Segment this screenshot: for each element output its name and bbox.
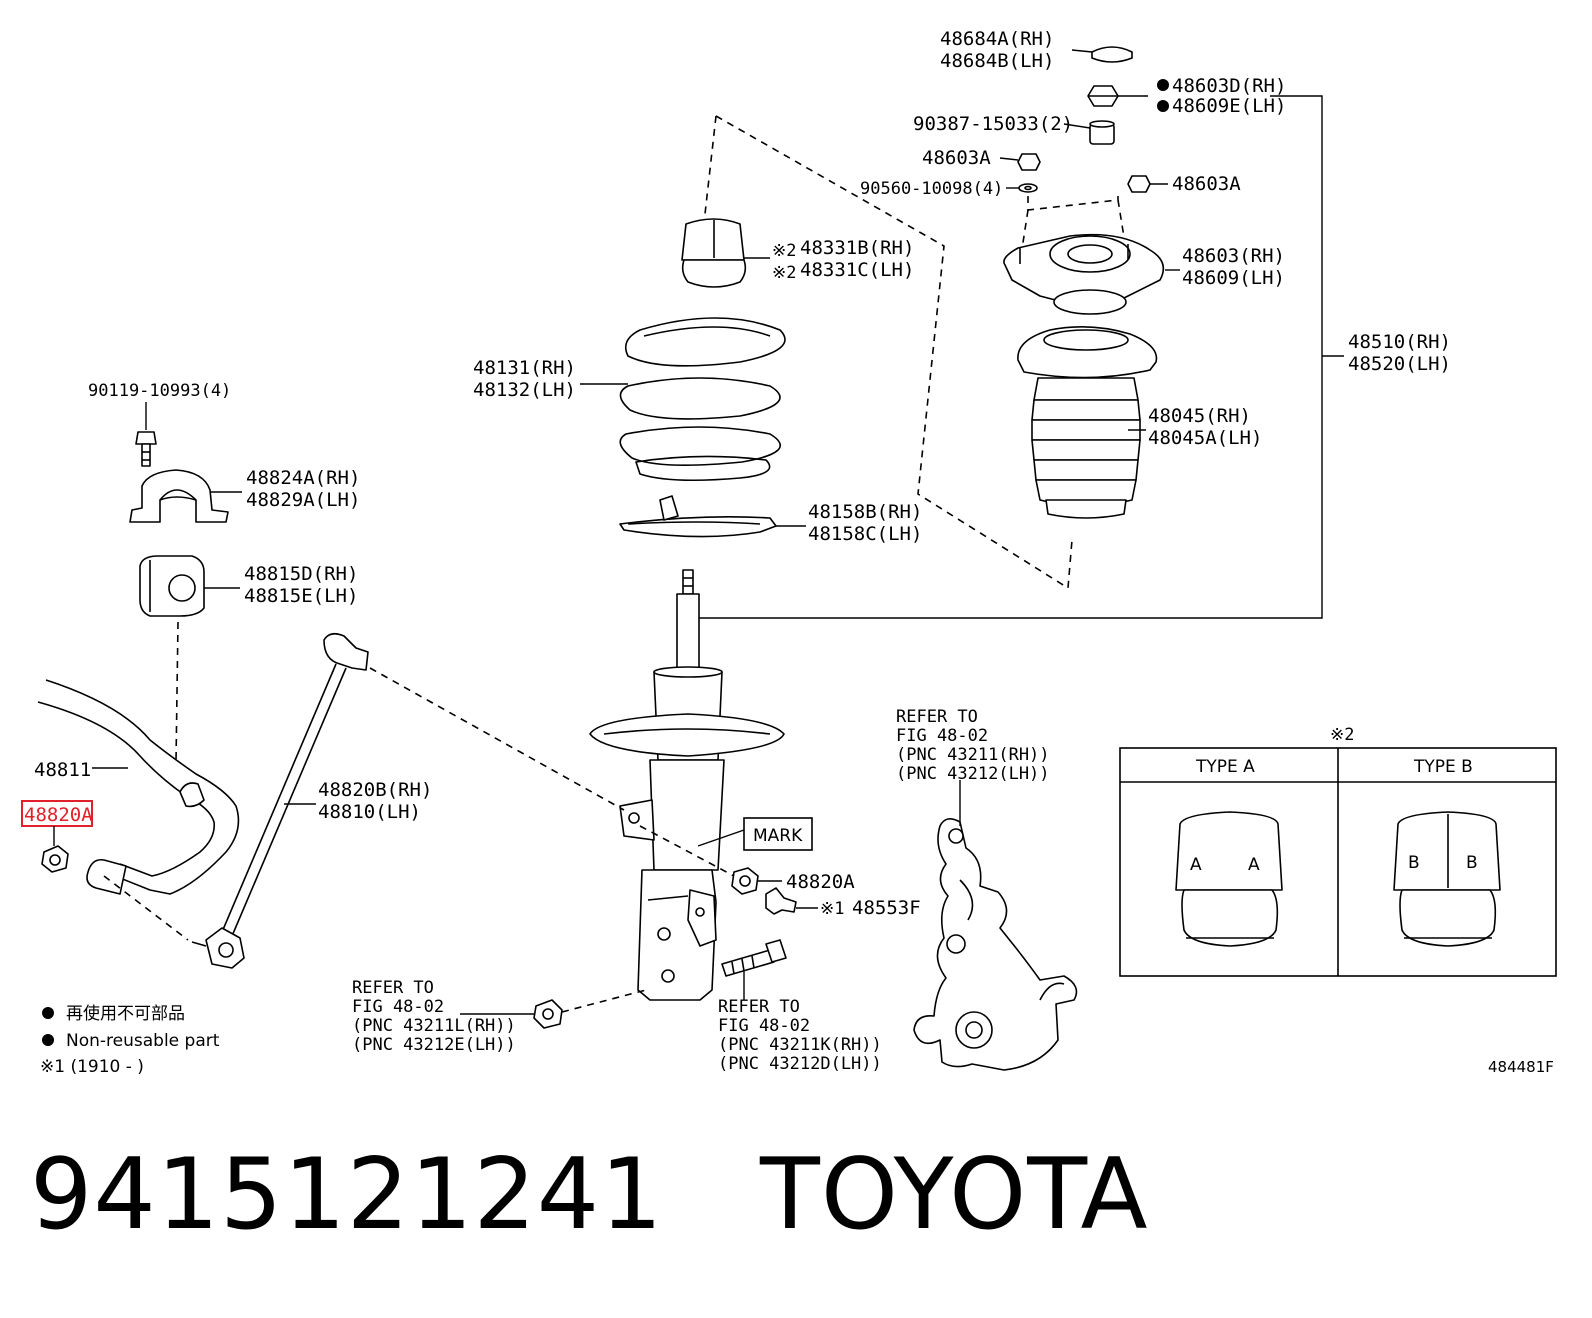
non-reusable-dot [1157, 79, 1169, 91]
label-assembly-lh: 48520(LH) [1348, 353, 1451, 375]
label-nut-a-left: 48603A [922, 147, 991, 169]
dust-boot-part [1017, 326, 1158, 519]
refer-knuckle-line: (PNC 43212(LH)) [896, 764, 1050, 784]
stabilizer-bar-part [37, 679, 240, 895]
cam-bolt-part [765, 887, 797, 915]
stabilizer-link-part [191, 632, 369, 969]
spring-insulator-part [619, 495, 777, 538]
label-stabilizer-bar: 48811 [34, 759, 91, 781]
nut-a-left-part [1017, 153, 1041, 171]
cap-part [1091, 46, 1133, 63]
label-boot-lh: 48045A(LH) [1148, 427, 1262, 449]
stabilizer-bushing-part [139, 555, 205, 617]
legend-jp: 再使用不可部品 [66, 1003, 185, 1024]
refer-knuckle-line: REFER TO [896, 707, 978, 727]
footer-part-number: 9415121241 [30, 1138, 664, 1252]
type-a-mark: A [1190, 855, 1202, 875]
type-b-header: TYPE B [1413, 757, 1473, 777]
bump-stopper-part [681, 218, 747, 288]
non-reusable-dot [1157, 100, 1169, 112]
knuckle-bolt-part [721, 939, 787, 977]
label-cam-bolt: 48553F [852, 897, 921, 919]
coil-spring-part [619, 317, 786, 482]
type-table: ※2 TYPE A TYPE B A A B B [1119, 725, 1557, 977]
refer-knuckle-line: FIG 48-02 [896, 726, 988, 746]
label-bumper-rh: 48331B(RH) [800, 237, 914, 259]
label-link-lh: 48810(LH) [318, 801, 421, 823]
refer-lower-mid-line: REFER TO [718, 997, 800, 1017]
refer-knuckle-line: (PNC 43211(RH)) [896, 745, 1050, 765]
footer-title: 9415121241 TOYOTA [30, 1138, 1149, 1252]
label-bumper-lh: 48331C(LH) [800, 259, 914, 281]
note-mark-2: ※2 [772, 263, 796, 283]
refer-lower-left-line: (PNC 43212E(LH)) [352, 1035, 516, 1055]
label-insulator-lh: 48158C(LH) [808, 523, 922, 545]
label-bolt: 90119-10993(4) [88, 381, 231, 401]
refer-lower-left-line: (PNC 43211L(RH)) [352, 1016, 516, 1036]
type-table-note: ※2 [1330, 725, 1354, 745]
type-a-bumper: A A [1175, 811, 1283, 947]
shock-absorber-part [589, 569, 785, 1001]
refer-lower-left-line: FIG 48-02 [352, 997, 444, 1017]
label-bushing-lh: 48815E(LH) [244, 585, 358, 607]
type-b-mark: B [1466, 853, 1478, 873]
refer-lower-left-line: REFER TO [352, 978, 434, 998]
label-spring-lh: 48132(LH) [473, 379, 576, 401]
highlighted-nut-part [41, 845, 69, 873]
label-washer: 90560-10098(4) [860, 179, 1003, 199]
strut-mount-part [1003, 233, 1165, 315]
highlight-box [21, 800, 93, 827]
label-top-nut-lh: 48609E(LH) [1172, 95, 1286, 117]
type-a-mark: A [1248, 855, 1260, 875]
refer-lower-mid-line: FIG 48-02 [718, 1016, 810, 1036]
legend-note: ※1 (1910 - ) [40, 1057, 144, 1077]
washer-part [1018, 183, 1038, 193]
bracket-bolt-part [135, 402, 157, 467]
type-b-mark: B [1408, 853, 1420, 873]
mark-label: MARK [753, 826, 803, 846]
diagram-id: 484481F [1488, 1058, 1554, 1076]
nut-a-right-part [1127, 175, 1151, 193]
label-spring-rh: 48131(RH) [473, 357, 576, 379]
label-nut-a-right: 48603A [1172, 173, 1241, 195]
label-cap-rh: 48684A(RH) [940, 28, 1054, 50]
legend-dot [42, 1007, 54, 1019]
label-bracket-lh: 48829A(LH) [246, 489, 360, 511]
label-assembly-rh: 48510(RH) [1348, 331, 1451, 353]
label-insulator-rh: 48158B(RH) [808, 501, 922, 523]
footer-brand: TOYOTA [759, 1138, 1149, 1252]
note-mark-2: ※2 [772, 241, 796, 261]
legend-dot [42, 1034, 54, 1046]
label-link-rh: 48820B(RH) [318, 779, 432, 801]
label-boot-rh: 48045(RH) [1148, 405, 1251, 427]
link-nut-part [731, 867, 759, 895]
label-top-nut-rh: 48603D(RH) [1172, 75, 1286, 97]
label-cap-lh: 48684B(LH) [940, 50, 1054, 72]
steering-knuckle-part [913, 818, 1078, 1071]
refer-lower-mid-line: (PNC 43211K(RH)) [718, 1035, 882, 1055]
label-highlighted-part: 48820A [24, 804, 93, 826]
stabilizer-bracket-part [129, 469, 229, 523]
knuckle-nut-part [533, 999, 563, 1029]
mark-box [743, 817, 813, 851]
label-collar: 90387-15033(2) [913, 113, 1073, 135]
collar-part [1089, 120, 1115, 145]
label-bracket-rh: 48824A(RH) [246, 467, 360, 489]
legend-en: Non-reusable part [66, 1031, 220, 1051]
label-bushing-rh: 48815D(RH) [244, 563, 358, 585]
top-nut-part [1087, 85, 1119, 107]
label-link-nut: 48820A [786, 871, 855, 893]
type-a-header: TYPE A [1195, 757, 1255, 777]
note-mark-1: ※1 [820, 899, 844, 919]
label-mount-rh: 48603(RH) [1182, 245, 1285, 267]
type-b-bumper: B B [1393, 811, 1501, 947]
label-mount-lh: 48609(LH) [1182, 267, 1285, 289]
refer-lower-mid-line: (PNC 43212D(LH)) [718, 1054, 882, 1074]
